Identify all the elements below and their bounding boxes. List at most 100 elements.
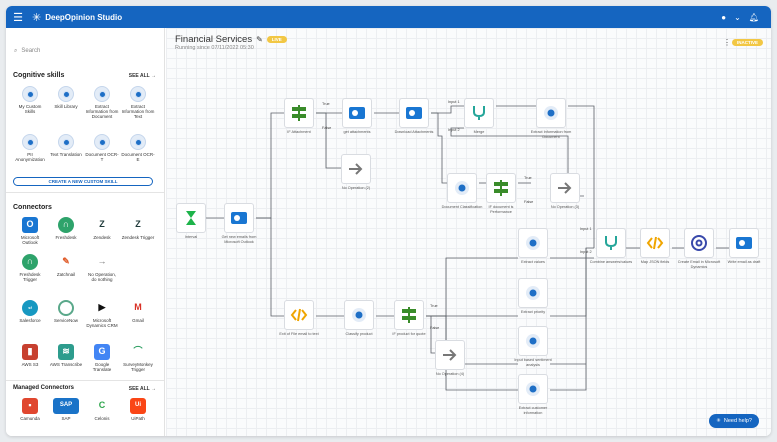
node-map-json[interactable]: [640, 228, 670, 258]
camunda-icon: ▪: [22, 398, 38, 414]
connector-zatchnail[interactable]: ✎Zatchnail: [49, 254, 83, 277]
chevron-down-icon[interactable]: ⌄: [734, 12, 741, 22]
outlook-icon: O: [22, 217, 38, 233]
node-no-operation-4[interactable]: [435, 340, 465, 370]
node-interval[interactable]: [176, 203, 206, 233]
node-sentiment-analysis[interactable]: [518, 326, 548, 356]
node-download-attachments[interactable]: [399, 98, 429, 128]
aws-s3-icon: ▮: [22, 344, 38, 360]
notification-bell-icon[interactable]: 🔔︎: [748, 12, 759, 22]
port-label-input2: Input 2: [580, 250, 592, 254]
if-branch-icon: [292, 105, 306, 121]
node-get-emails[interactable]: [224, 203, 254, 233]
more-options-icon[interactable]: ⋮: [723, 38, 731, 47]
celonis-icon: C: [94, 398, 110, 414]
connector-servicenow[interactable]: ServiceNow: [49, 300, 83, 323]
node-extract-info-document[interactable]: [536, 98, 566, 128]
hamburger-menu-icon[interactable]: ☰: [13, 11, 23, 24]
tile-document-ocr-t[interactable]: Document OCR-T: [85, 134, 119, 162]
port-label-false: False: [524, 200, 534, 204]
node-write-email-draft[interactable]: [729, 228, 759, 258]
skill-icon: [526, 382, 540, 396]
search-placeholder: Search: [21, 48, 41, 54]
node-no-operation-2[interactable]: [341, 154, 371, 184]
account-icon[interactable]: ●: [721, 12, 727, 22]
node-document-classification[interactable]: [447, 173, 477, 203]
connector-aws-s3[interactable]: ▮AWS S3: [13, 344, 47, 367]
sidebar: ⌕ Search Cognitive skills SEE ALL → My C…: [6, 28, 165, 436]
connection-wires: [206, 105, 729, 391]
hourglass-icon: [186, 211, 196, 225]
connector-surveymonkey[interactable]: ⌒SurveyMonkey Trigger: [121, 344, 155, 372]
flow-title[interactable]: Financial Services: [175, 34, 253, 45]
tile-skill-library[interactable]: Skill Library: [49, 86, 83, 109]
tile-pii-anonymization[interactable]: PII Anonymization: [13, 134, 47, 162]
connector-freshdesk-trigger[interactable]: ∩Freshdesk Trigger: [13, 254, 47, 282]
status-toggle-badge[interactable]: INACTIVE: [731, 39, 763, 46]
flow-title-bar: Financial Services ✎ LIVE: [175, 34, 287, 45]
search-input[interactable]: ⌕ Search: [14, 44, 154, 58]
divider: [6, 380, 164, 381]
connector-aws-transcribe[interactable]: ≋AWS Transcribe: [49, 344, 83, 367]
node-if-product-quote[interactable]: [394, 300, 424, 330]
managed-camunda[interactable]: ▪Camunda: [13, 398, 47, 421]
tile-my-custom-skills[interactable]: My Custom Skills: [13, 86, 47, 114]
tile-extract-info-document[interactable]: Extract Information from Document: [85, 86, 119, 120]
node-label: No Operation (4): [435, 372, 465, 376]
connector-no-operation[interactable]: →No Operation, do nothing: [85, 254, 119, 282]
node-combine-answers[interactable]: [596, 228, 626, 258]
zendesk-trigger-icon: Z: [130, 217, 146, 233]
freshdesk-icon: ∩: [58, 217, 74, 233]
node-label: IF document is Performance: [488, 205, 514, 214]
help-button[interactable]: ✳ Need help?: [709, 414, 759, 428]
node-if-attachment[interactable]: [284, 98, 314, 128]
top-bar: ☰ ✳ DeepOpinion Studio ● ⌄ 🔔︎: [6, 6, 771, 28]
tile-extract-info-text[interactable]: Extract Information from Text: [121, 86, 155, 120]
port-label-true: True: [322, 102, 330, 106]
create-custom-skill-button[interactable]: CREATE A NEW CUSTOM SKILL: [13, 177, 153, 186]
node-label: No Operation (2): [341, 186, 371, 190]
node-extract-priority[interactable]: [518, 278, 548, 308]
tile-document-ocr-e[interactable]: Document OCR-E: [121, 134, 155, 162]
running-since: Running since 07/11/2022 05:30: [175, 45, 254, 51]
node-label: Input based sentiment analysis: [514, 358, 552, 367]
edit-pencil-icon[interactable]: ✎: [256, 35, 263, 44]
node-label: Write email as draft: [727, 260, 761, 264]
node-extract-customer-info[interactable]: [518, 374, 548, 404]
tile-text-translation[interactable]: Text Translation: [49, 134, 83, 157]
node-label: IF product for quote: [392, 332, 426, 336]
node-file-email-text[interactable]: [284, 300, 314, 330]
see-all-managed-link[interactable]: SEE ALL →: [128, 386, 156, 392]
outlook-icon: [349, 107, 365, 119]
connector-dynamics-crm[interactable]: ▶Microsoft Dynamics CRM: [85, 300, 119, 328]
node-no-operation-3[interactable]: [550, 173, 580, 203]
node-if-performance[interactable]: [486, 173, 516, 203]
aws-transcribe-icon: ≋: [58, 344, 74, 360]
node-create-email-dynamics[interactable]: [684, 228, 714, 258]
skill-icon: [526, 236, 540, 250]
node-label: Merge: [473, 130, 485, 134]
node-get-attachments[interactable]: [342, 98, 372, 128]
divider: [6, 192, 164, 193]
zendesk-icon: Z: [94, 217, 110, 233]
node-extract-values[interactable]: [518, 228, 548, 258]
port-label-input1: Input 1: [448, 100, 460, 104]
see-all-cognitive-link[interactable]: SEE ALL →: [128, 73, 156, 79]
node-label: Extract customer information: [518, 406, 548, 415]
node-classify-product[interactable]: [344, 300, 374, 330]
at-sign-icon: [691, 235, 707, 251]
node-merge[interactable]: [464, 98, 494, 128]
connector-freshdesk[interactable]: ∩Freshdesk: [49, 217, 83, 240]
merge-icon: [605, 236, 617, 250]
node-label: Download Attachments: [394, 130, 434, 134]
workflow-canvas[interactable]: Financial Services ✎ LIVE Running since …: [166, 28, 771, 436]
